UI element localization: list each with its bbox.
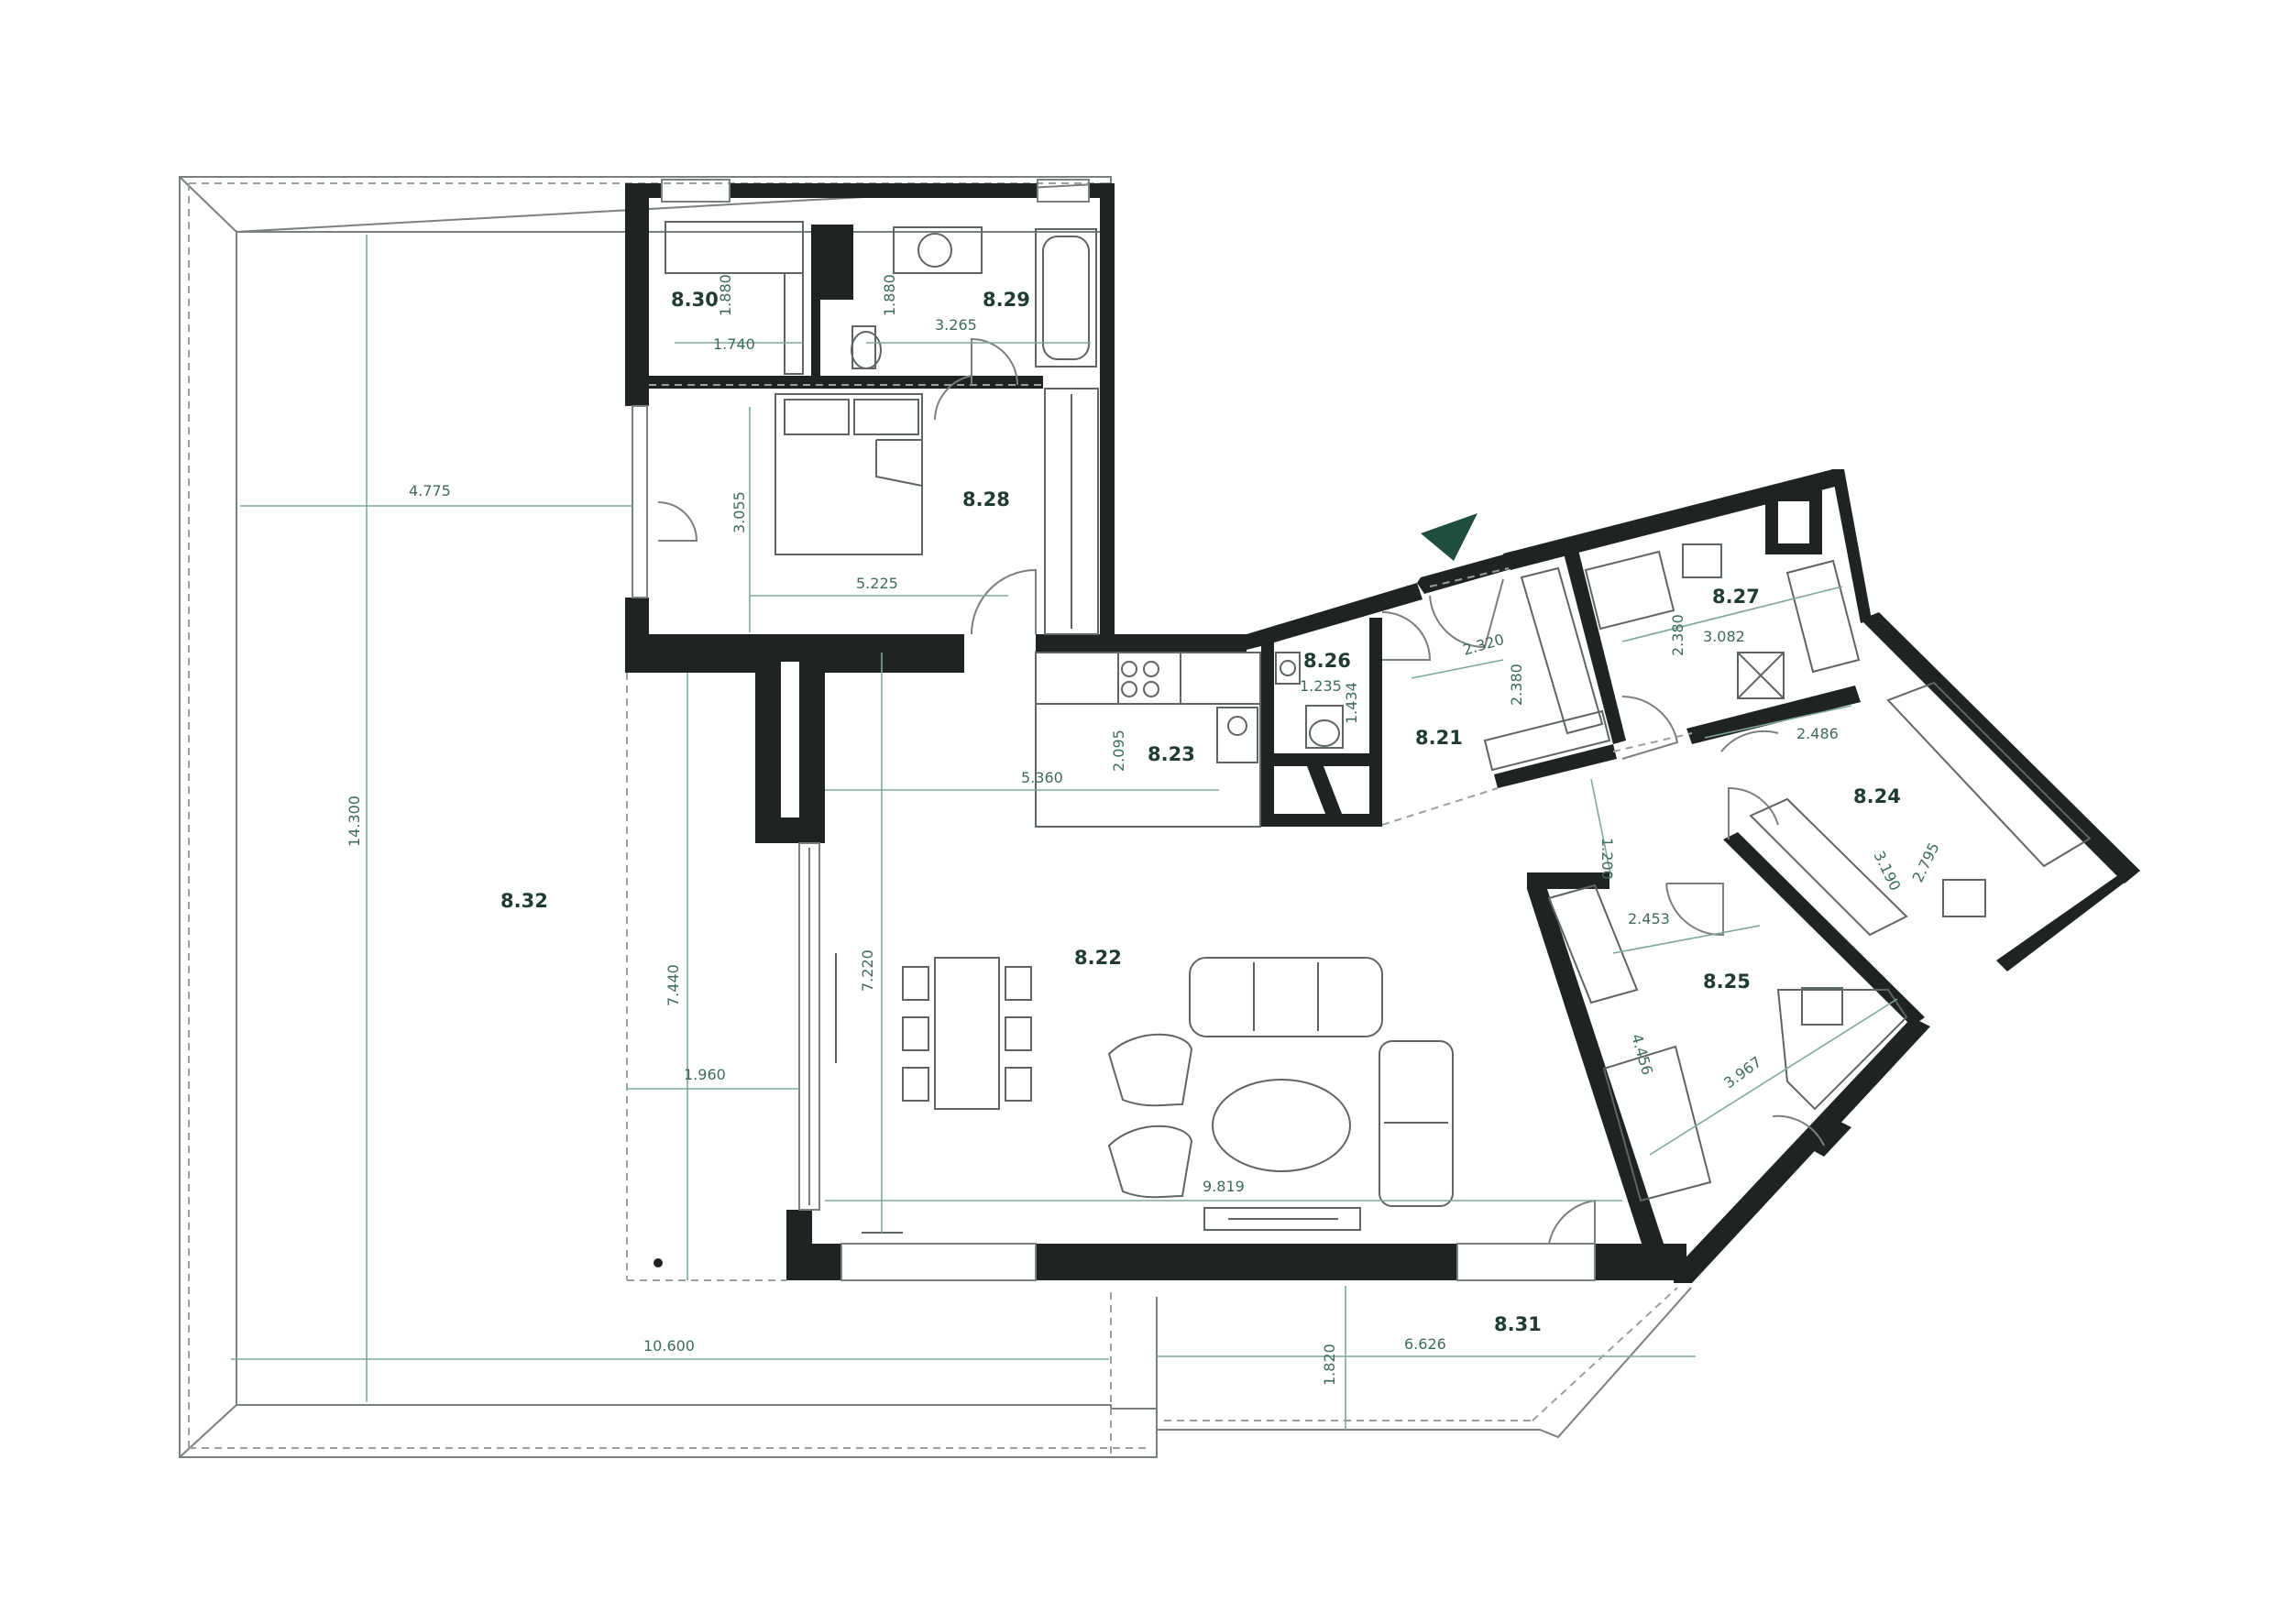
room-label-824: 8.24 — [1853, 785, 1901, 807]
windows — [632, 179, 1596, 1281]
balcony-831-outline — [1156, 1287, 1692, 1439]
dim-label-1880-b: 1.880 — [881, 274, 898, 316]
dim-label-1740: 1.740 — [713, 335, 755, 353]
doors — [657, 337, 1825, 1245]
dim-label-7440: 7.440 — [665, 964, 682, 1006]
room-label-832: 8.32 — [500, 890, 548, 912]
dim-label-6626: 6.626 — [1404, 1335, 1446, 1353]
walls — [625, 183, 2140, 1283]
dim-label-1880-a: 1.880 — [717, 274, 734, 316]
entrance-arrow-icon — [1421, 513, 1478, 561]
room-label-821: 8.21 — [1415, 727, 1463, 749]
dim-label-5360: 5.360 — [1021, 769, 1063, 786]
room-label-823: 8.23 — [1148, 743, 1195, 765]
dim-label-1200: 1.200 — [1598, 838, 1616, 880]
marker-dot — [654, 1258, 663, 1267]
dim-label-2453: 2.453 — [1628, 910, 1670, 927]
room-label-830: 8.30 — [671, 289, 719, 311]
room-label-829: 8.29 — [983, 289, 1030, 311]
dim-label-1235: 1.235 — [1300, 677, 1342, 695]
terrace-832-outline — [179, 176, 1158, 1458]
dim-label-4456: 4.456 — [1628, 1032, 1656, 1077]
room-label-831: 8.31 — [1494, 1313, 1542, 1335]
dim-label-1820: 1.820 — [1321, 1344, 1338, 1386]
furniture — [665, 221, 2092, 1234]
dim-label-9819: 9.819 — [1203, 1178, 1245, 1195]
dim-label-2795: 2.795 — [1909, 839, 1943, 885]
dim-label-14300: 14.300 — [346, 796, 363, 847]
dim-label-7220: 7.220 — [859, 949, 876, 992]
room-label-822: 8.22 — [1074, 947, 1122, 969]
dim-label-1960: 1.960 — [684, 1066, 726, 1083]
dim-label-3082: 3.082 — [1703, 628, 1745, 645]
dim-label-2320: 2.320 — [1461, 631, 1506, 659]
dimension-lines — [231, 235, 1898, 1430]
dim-label-2486: 2.486 — [1796, 725, 1839, 742]
dim-label-2095: 2.095 — [1110, 730, 1127, 772]
room-label-828: 8.28 — [962, 488, 1010, 510]
dim-label-2380-a: 2.380 — [1508, 664, 1525, 706]
dim-label-4775: 4.775 — [409, 482, 451, 499]
dim-label-5225: 5.225 — [856, 575, 898, 592]
dim-label-1434: 1.434 — [1343, 682, 1360, 724]
room-label-827: 8.27 — [1712, 586, 1760, 608]
dim-label-3055: 3.055 — [731, 491, 748, 533]
dimension-labels: 1.880 1.880 1.740 3.265 4.775 3.055 5.22… — [346, 274, 1943, 1386]
room-labels: 8.30 8.29 8.28 8.32 8.26 8.23 8.22 8.21 … — [500, 289, 1901, 1335]
room-label-825: 8.25 — [1703, 971, 1751, 993]
dim-label-3265: 3.265 — [935, 316, 977, 334]
room-label-826: 8.26 — [1303, 650, 1351, 672]
dim-label-2380-b: 2.380 — [1669, 614, 1686, 656]
dim-label-10600: 10.600 — [643, 1337, 695, 1355]
